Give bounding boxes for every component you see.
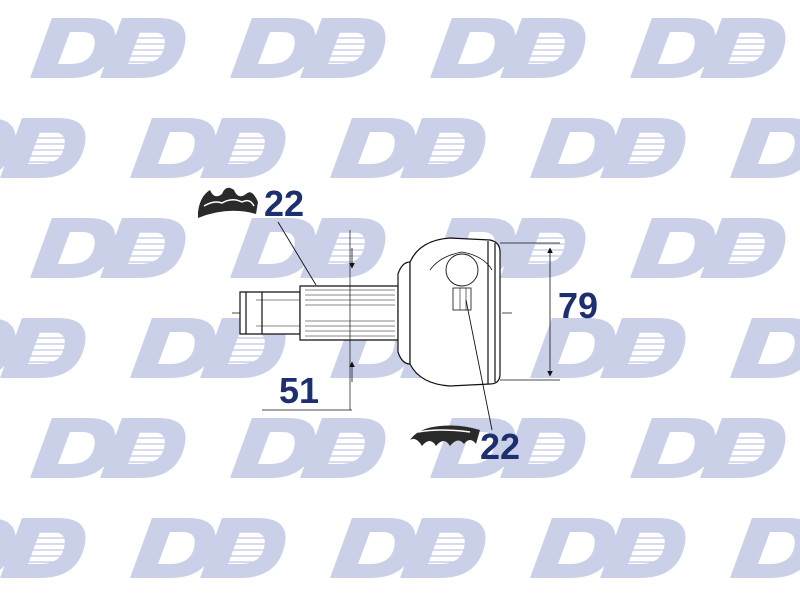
- dp-logo-watermark-tile: [129, 517, 287, 579]
- dp-logo-watermark-tile: [329, 517, 487, 579]
- gear-teeth-inner-icon: [410, 425, 480, 446]
- cv-joint-drawing: [232, 221, 560, 431]
- shaft-length-label: 51: [279, 370, 319, 411]
- dp-logo-watermark-tile: [0, 317, 87, 379]
- gear-teeth-outer-icon: [198, 187, 258, 218]
- dp-logo-watermark-tile: [329, 117, 487, 179]
- dp-logo-watermark-tile: [729, 117, 800, 179]
- dp-logo-watermark-tile: [729, 317, 800, 379]
- dp-logo-watermark-tile: [0, 517, 87, 579]
- dp-logo-watermark-tile: [429, 17, 587, 79]
- dp-logo-watermark-tile: [29, 417, 187, 479]
- dp-logo-watermark-tile: [729, 517, 800, 579]
- inner-spline-teeth-label: 22: [480, 426, 520, 467]
- outer-diameter-label: 79: [558, 285, 598, 326]
- dp-logo-watermark-tile: [529, 117, 687, 179]
- dp-logo-watermark-tile: [229, 417, 387, 479]
- dp-logo-watermark-tile: [29, 217, 187, 279]
- dp-logo-watermark-tile: [229, 17, 387, 79]
- dp-logo-watermark-tile: [229, 217, 387, 279]
- outer-spline-teeth-label: 22: [264, 183, 304, 224]
- dp-logo-watermark-tile: [529, 317, 687, 379]
- dp-logo-watermark-tile: [629, 417, 787, 479]
- dp-logo-watermark-tile: [0, 117, 87, 179]
- dp-logo-watermark-tile: [529, 517, 687, 579]
- dp-logo-watermark-tile: [29, 17, 187, 79]
- dp-logo-watermark-tile: [629, 17, 787, 79]
- dp-logo-watermark-tile: [129, 117, 287, 179]
- dp-logo-watermark-tile: [629, 217, 787, 279]
